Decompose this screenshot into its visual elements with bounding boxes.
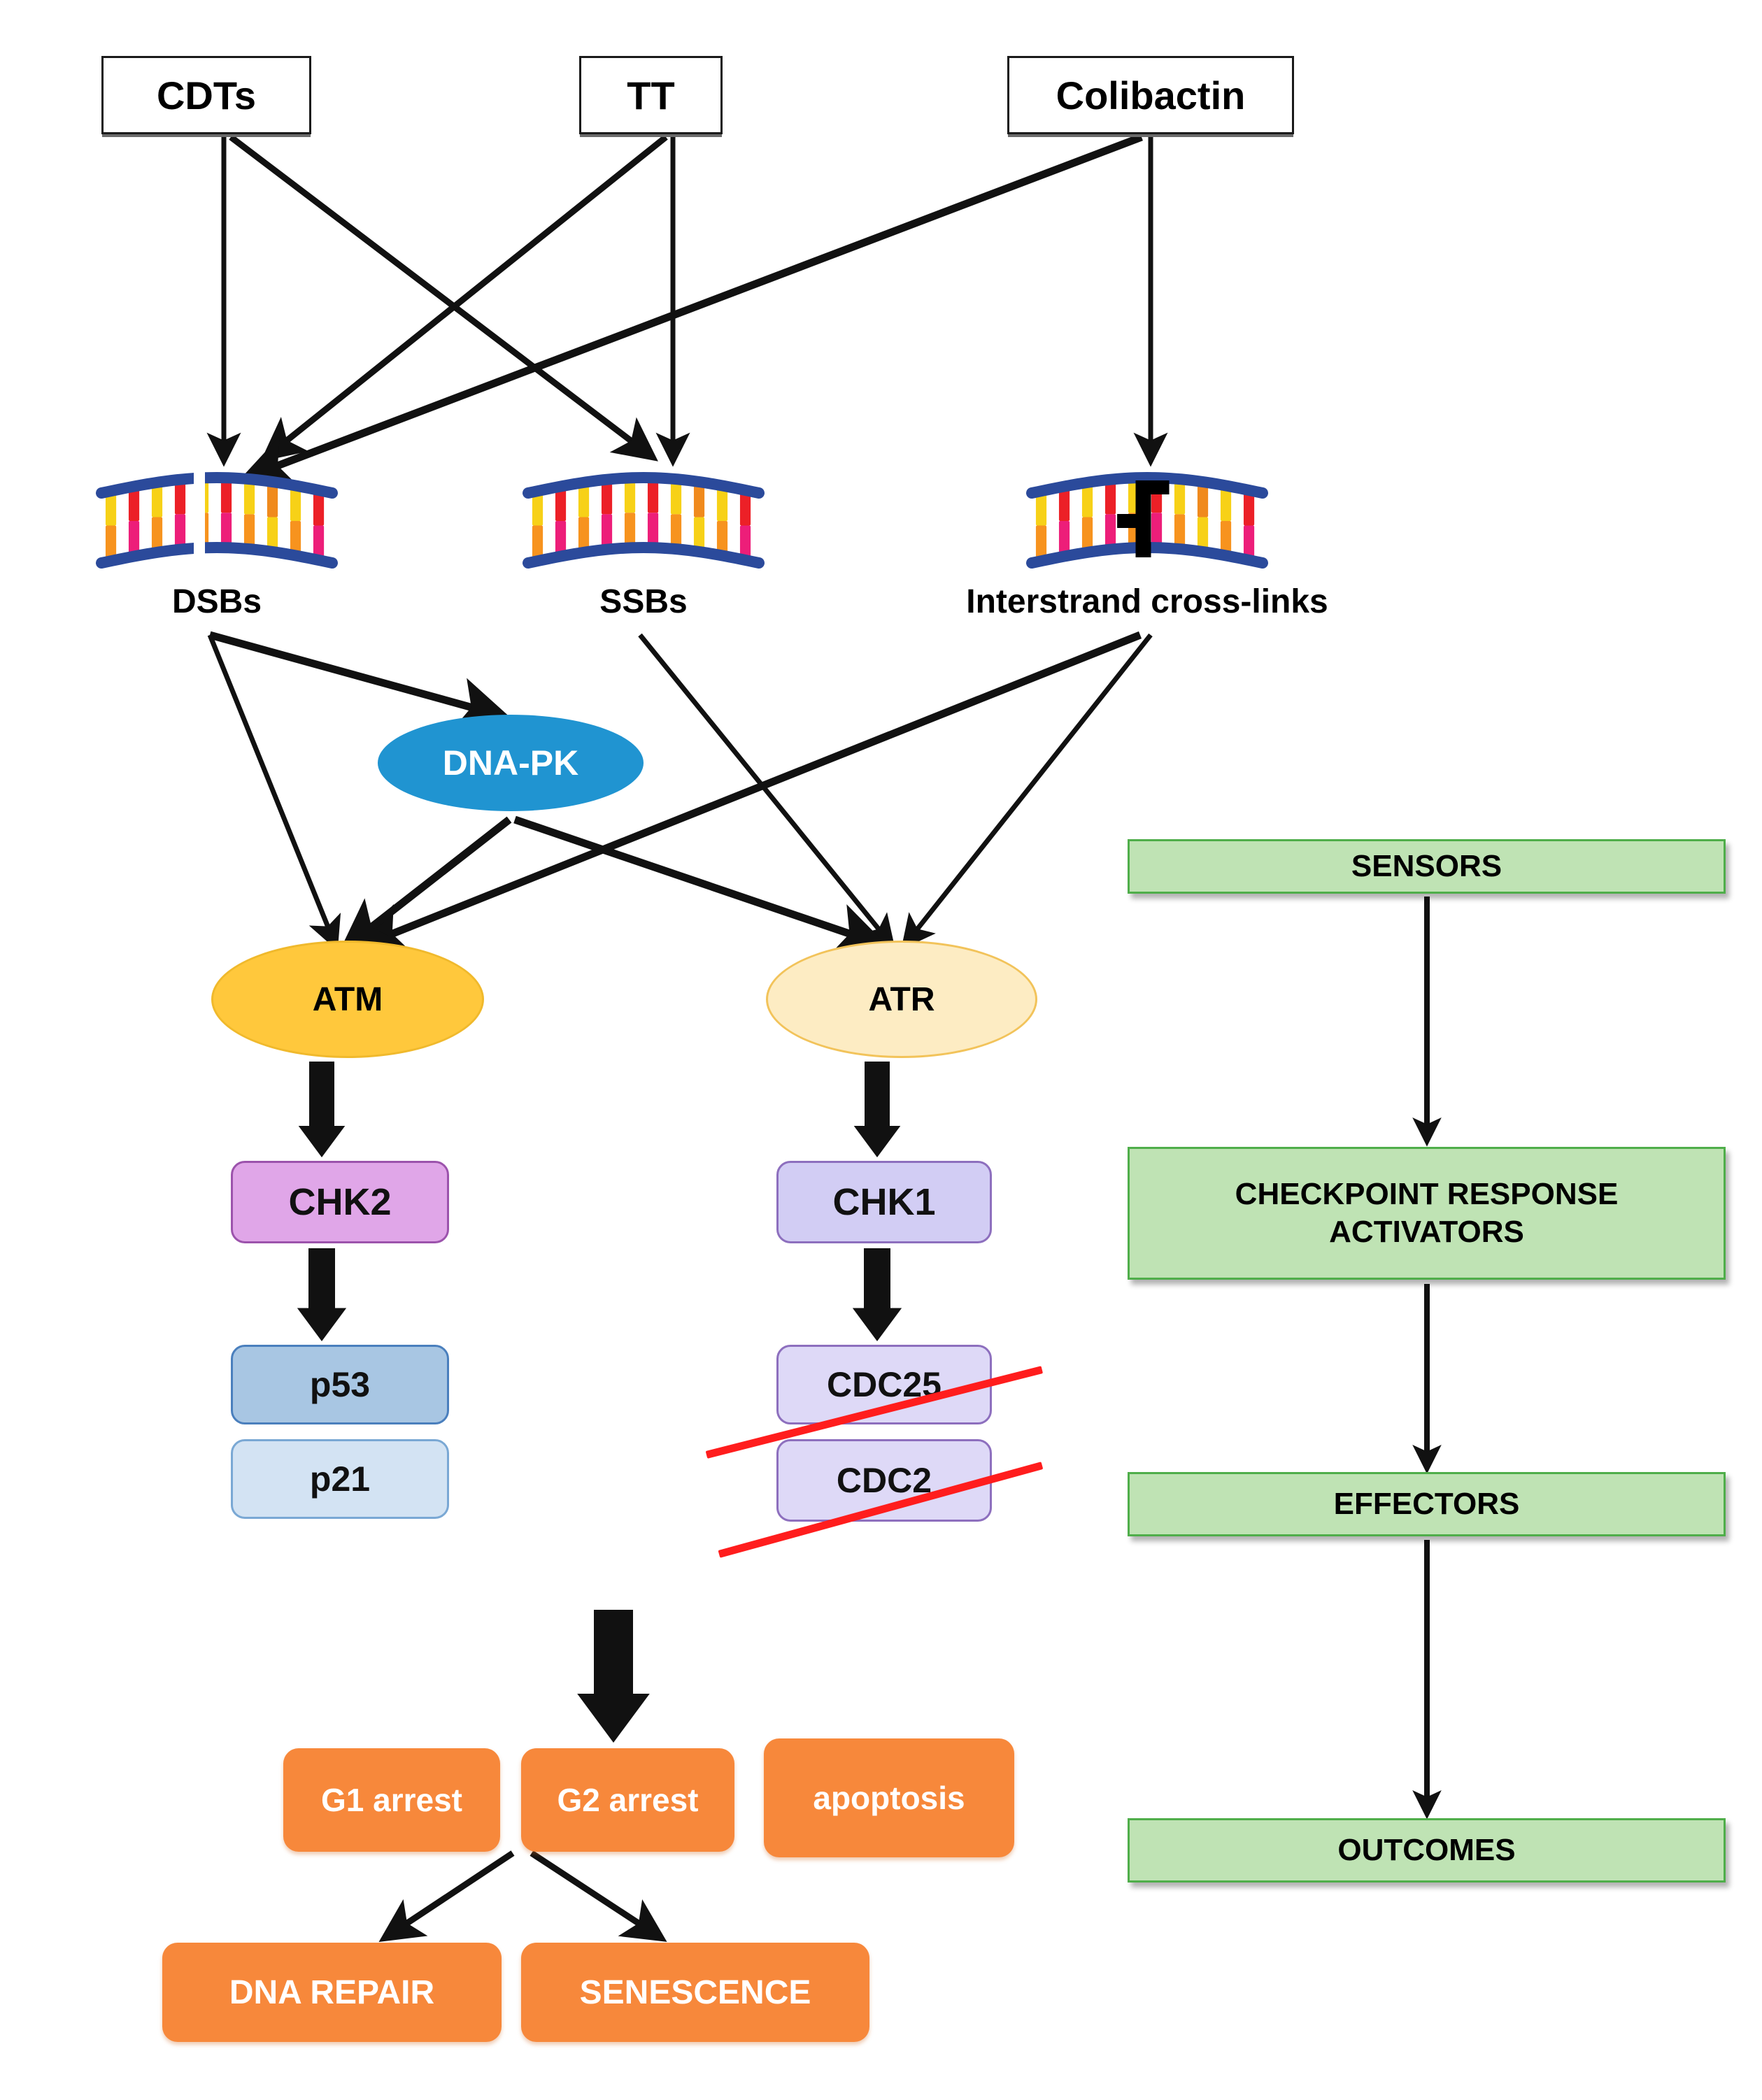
- edge-g2arrest-to-senesc: [530, 1850, 667, 1942]
- protein-box-cdc2[interactable]: CDC2: [776, 1439, 992, 1522]
- legend-label: EFFECTORS: [1333, 1487, 1520, 1522]
- protein-label: CDC2: [836, 1461, 932, 1500]
- protein-label: p53: [309, 1365, 371, 1404]
- thick-arrow-chk2-to-p53: [297, 1248, 347, 1341]
- edge-icl-to-atr: [901, 633, 1153, 950]
- outcome-box-dna-repair[interactable]: DNA REPAIR: [162, 1943, 502, 2042]
- outcome-box-g2-arrest[interactable]: G2 arrest: [521, 1748, 734, 1852]
- edge-tt-to-dsbs: [260, 134, 668, 462]
- kinase-node-atr[interactable]: ATR: [766, 941, 1037, 1058]
- protein-box-p21[interactable]: p21: [231, 1439, 449, 1519]
- protein-label: p21: [309, 1459, 371, 1499]
- outcome-label: G1 arrest: [320, 1782, 462, 1818]
- outcome-label: SENESCENCE: [579, 1973, 811, 2011]
- legend-label: SENSORS: [1351, 849, 1502, 884]
- edge-dsbs-to-atm: [207, 634, 341, 951]
- lesion-label-text: Interstrand cross-links: [966, 583, 1328, 620]
- kinase-label: ATM: [312, 980, 383, 1018]
- protein-box-chk1[interactable]: CHK1: [776, 1161, 992, 1243]
- outcome-box-apoptosis[interactable]: apoptosis: [764, 1738, 1014, 1857]
- edge-cdts-to-ssbs: [229, 134, 658, 462]
- edge-dnapk-to-atm: [339, 816, 512, 953]
- toxin-label: CDTs: [156, 73, 257, 117]
- outcome-box-g1-arrest[interactable]: G1 arrest: [283, 1748, 500, 1852]
- kinase-node-dnapk[interactable]: DNA-PK: [378, 715, 644, 811]
- toxin-box-colibactin[interactable]: Colibactin: [1007, 56, 1294, 134]
- helix-crosslinks: [1026, 471, 1268, 569]
- toxin-box-tt[interactable]: TT: [579, 56, 723, 134]
- outcome-label: apoptosis: [813, 1780, 965, 1816]
- legend-box-activators[interactable]: CHECKPOINT RESPONSE ACTIVATORS: [1128, 1147, 1726, 1280]
- edge-g2arrest-to-repair: [378, 1850, 515, 1942]
- helix-dsbs: [96, 468, 338, 588]
- outcome-label: DNA REPAIR: [229, 1973, 435, 2011]
- toxin-label: TT: [627, 73, 675, 117]
- lesion-label-dsbs: DSBs: [0, 580, 497, 622]
- outcome-label: G2 arrest: [557, 1782, 699, 1818]
- dna-helix-icons: [96, 468, 1268, 588]
- outcome-box-senescence[interactable]: SENESCENCE: [521, 1943, 869, 2042]
- thick-arrow-chk1-to-cdc25: [852, 1248, 902, 1341]
- toxin-box-cdts[interactable]: CDTs: [101, 56, 311, 134]
- protein-label: CHK1: [832, 1181, 936, 1223]
- thick-arrow-atr-to-chk1: [853, 1062, 901, 1157]
- lesion-label-text: SSBs: [599, 583, 688, 620]
- helix-ssbs: [523, 471, 765, 569]
- legend-box-outcomes[interactable]: OUTCOMES: [1128, 1818, 1726, 1883]
- lesion-label-text: DSBs: [171, 583, 262, 620]
- legend-label: CHECKPOINT RESPONSE ACTIVATORS: [1235, 1177, 1619, 1249]
- kinase-label: DNA-PK: [442, 743, 579, 783]
- edge-ssbs-to-atr: [638, 633, 895, 950]
- protein-box-chk2[interactable]: CHK2: [231, 1161, 449, 1243]
- thick-arrow-cascade-to-g2arrest: [577, 1610, 650, 1743]
- thick-arrow-atm-to-chk2: [298, 1062, 346, 1157]
- protein-box-p53[interactable]: p53: [231, 1345, 449, 1424]
- legend-box-effectors[interactable]: EFFECTORS: [1128, 1472, 1726, 1536]
- protein-label: CHK2: [288, 1181, 392, 1223]
- edge-dnapk-to-atr: [513, 815, 889, 955]
- lesion-label-ssbs: SSBs: [364, 580, 923, 622]
- edge-dsbs-to-dnapk: [208, 631, 512, 730]
- legend-box-sensors[interactable]: SENSORS: [1128, 839, 1726, 894]
- kinase-label: ATR: [868, 980, 935, 1018]
- toxin-label: Colibactin: [1056, 73, 1246, 117]
- legend-label: OUTCOMES: [1337, 1833, 1516, 1868]
- lesion-label-crosslinks: Interstrand cross-links: [867, 580, 1427, 622]
- kinase-node-atm[interactable]: ATM: [211, 941, 484, 1058]
- edge-colibactin-to-dsbs: [239, 133, 1143, 487]
